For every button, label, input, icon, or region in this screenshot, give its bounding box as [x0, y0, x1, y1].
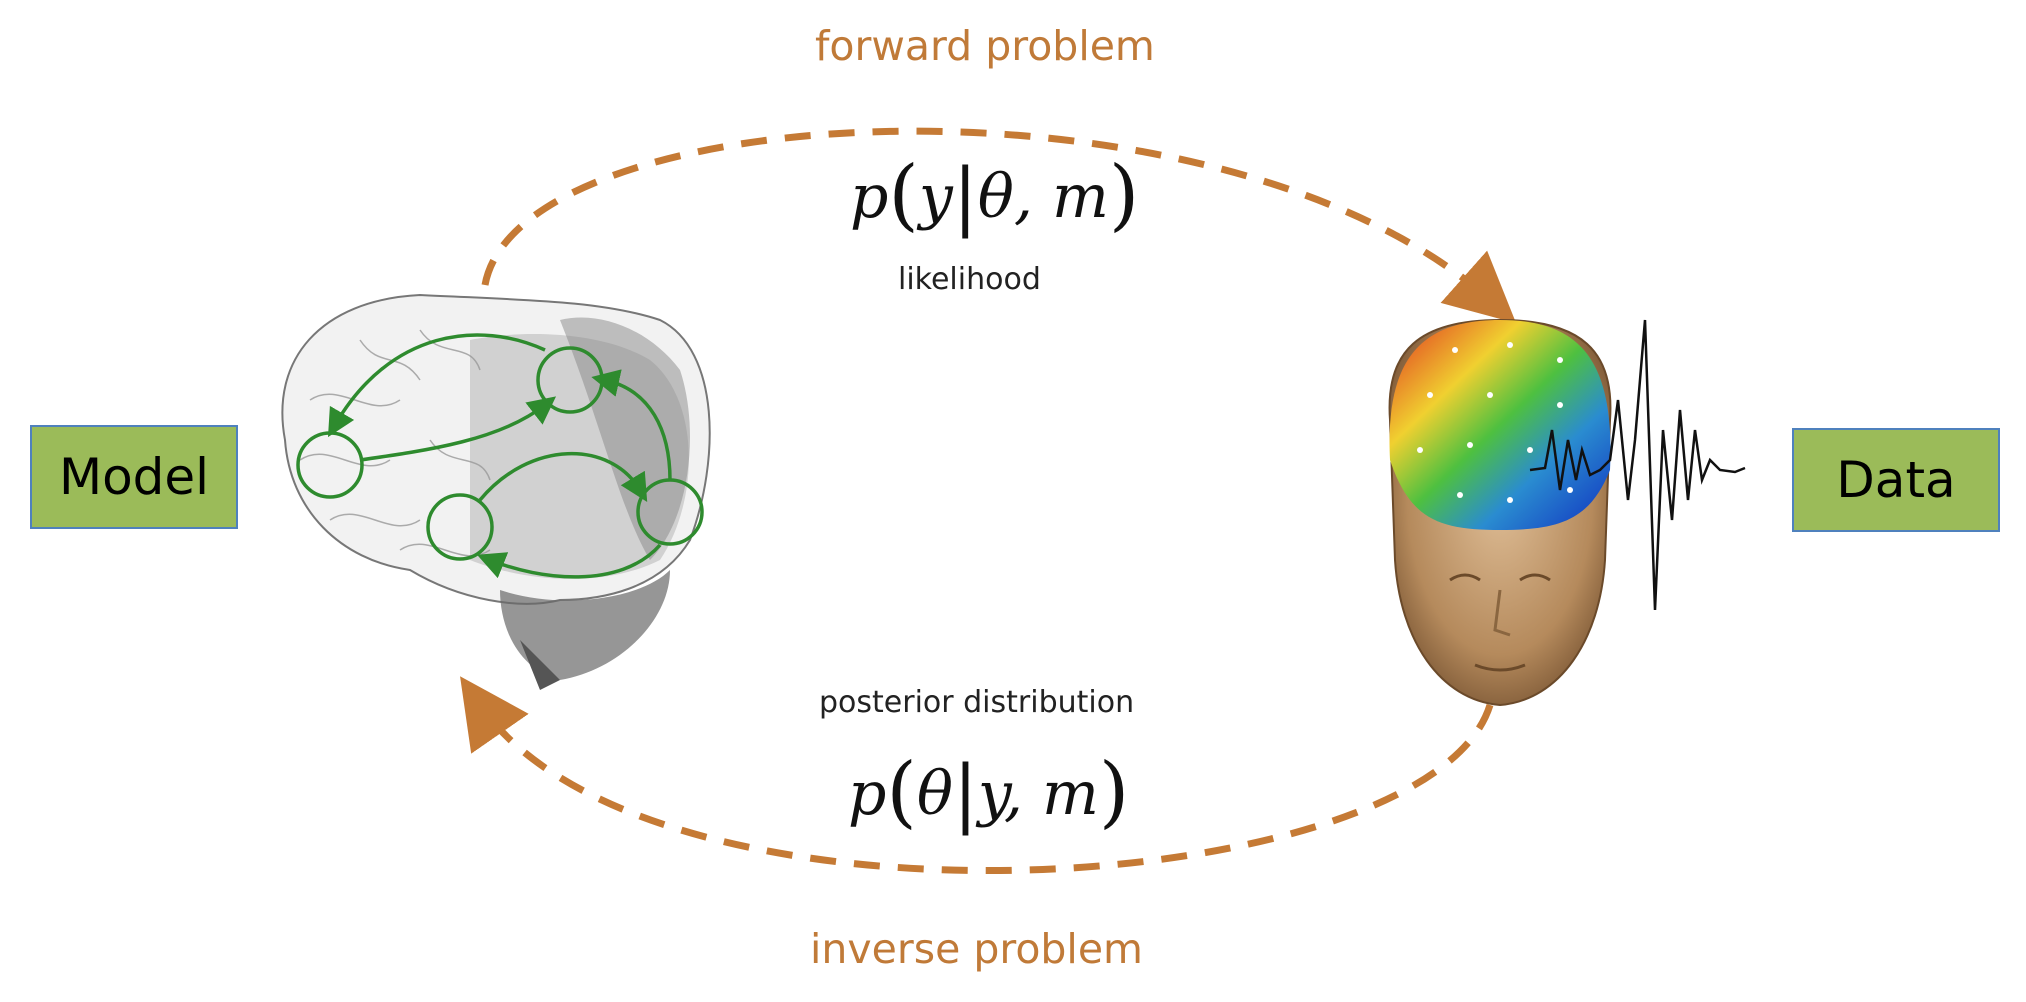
brain-illustration	[281, 293, 711, 690]
inverse-problem-label: inverse problem	[810, 925, 1143, 973]
eeg-waveform	[1529, 319, 1746, 611]
data-box: Data	[1792, 428, 2000, 532]
inverse-arrow	[459, 676, 1494, 875]
formula-target: θ	[916, 759, 953, 829]
formula-target: y	[918, 162, 953, 232]
head-illustration	[1388, 318, 1612, 707]
formula-given: y, m	[977, 759, 1099, 829]
model-box: Model	[30, 425, 238, 529]
formula-fn: p	[850, 162, 889, 232]
likelihood-label: likelihood	[898, 262, 1041, 297]
data-label: Data	[1836, 451, 1956, 509]
formula-fn: p	[848, 759, 887, 829]
model-label: Model	[58, 448, 210, 506]
forward-arrow	[481, 127, 1517, 324]
forward-problem-label: forward problem	[815, 22, 1155, 70]
posterior-formula: p(θ|y, m)	[848, 747, 1130, 837]
formula-given: θ, m	[977, 162, 1109, 232]
posterior-label: posterior distribution	[819, 685, 1135, 720]
likelihood-formula: p(y|θ, m)	[850, 150, 1140, 240]
